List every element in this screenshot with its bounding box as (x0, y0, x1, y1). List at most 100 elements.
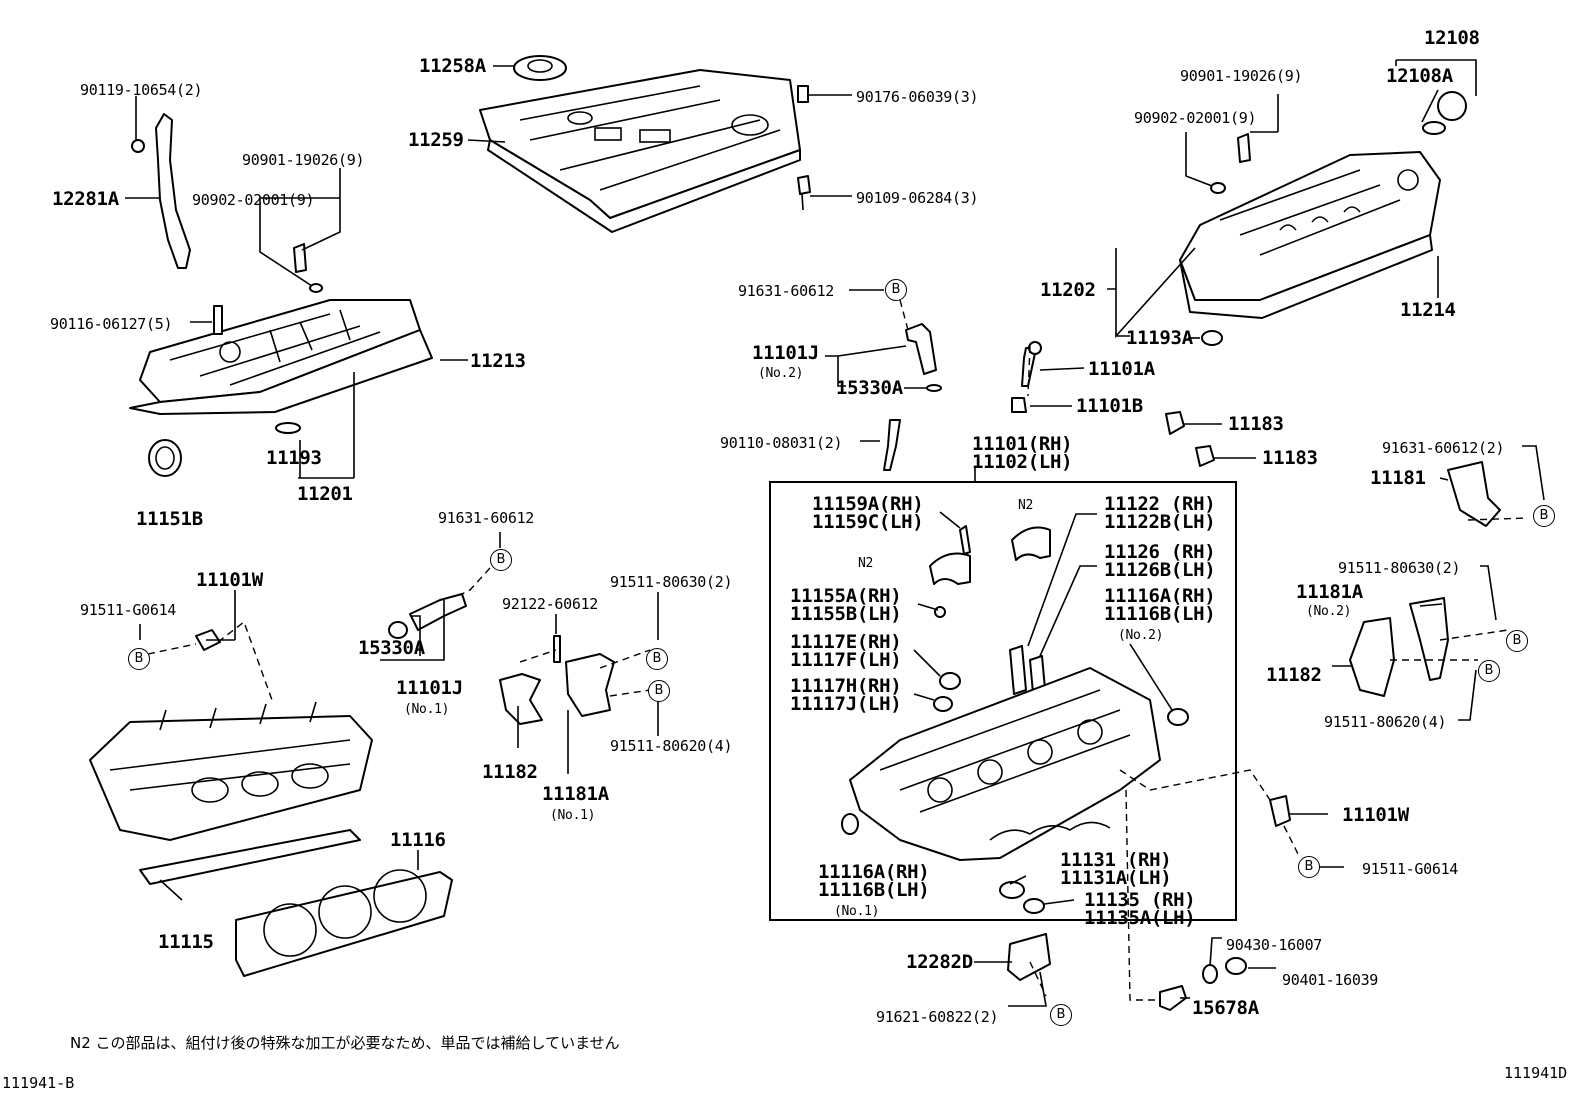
callout-12282D: 12282D (906, 951, 973, 973)
callout-90116: 90116-06127(5) (50, 315, 173, 333)
callout-11183-a: 11183 (1228, 413, 1284, 435)
callout-11201: 11201 (297, 483, 353, 505)
callout-15330A-mid: 15330A (358, 637, 425, 659)
callout-11101J-no2: 11101J (752, 342, 819, 364)
callout-15678A: 15678A (1192, 997, 1259, 1019)
gasket-11116 (235, 871, 453, 977)
callout-11116A-no1: 11116A(RH) (818, 861, 930, 883)
callout-11135A: 11135A(LH) (1084, 907, 1196, 929)
callout-no2: (No.2) (758, 366, 804, 381)
callout-11116: 11116 (390, 829, 446, 851)
callout-91511-G0614-left: 91511-G0614 (80, 601, 177, 619)
seal-11193A (1201, 330, 1223, 346)
plug-11183-b (1195, 445, 1215, 467)
stud-90116 (213, 305, 223, 335)
callout-11101W-right: 11101W (1342, 804, 1409, 826)
washer-90430 (1202, 964, 1218, 984)
callout-12281A: 12281A (52, 188, 119, 210)
head-assembly-frame (769, 481, 1237, 921)
callout-11115: 11115 (158, 931, 214, 953)
callout-no1: (No.1) (550, 808, 596, 823)
callout-11117E: 11117E(RH) (790, 631, 902, 653)
callout-11183-b: 11183 (1262, 447, 1318, 469)
callout-11181A-no1: 11181A (542, 783, 609, 805)
callout-92122: 92122-60612 (502, 595, 599, 613)
marker-b: B (885, 279, 907, 301)
callout-11193: 11193 (266, 447, 322, 469)
callout-90901-right: 90901-19026(9) (1180, 67, 1303, 85)
callout-no1: (No.1) (404, 702, 450, 717)
callout-91511-80630-mid: 91511-80630(2) (610, 573, 733, 591)
callout-11259: 11259 (408, 129, 464, 151)
callout-91511-80620-mid: 91511-80620(4) (610, 737, 733, 755)
plug-15678A (1159, 985, 1187, 1011)
bracket-12282D (1007, 933, 1051, 981)
plug-11116A-no2 (1167, 708, 1189, 726)
guide-11117H (933, 696, 953, 712)
callout-91631-top: 91631-60612 (738, 282, 835, 300)
bolt-11159A (959, 525, 971, 555)
callout-11116B-no1: 11116B(LH) (818, 879, 930, 901)
plug-90401 (1225, 957, 1247, 975)
callout-91511-80630-right: 91511-80630(2) (1338, 559, 1461, 577)
seal-11193 (275, 422, 301, 434)
callout-91511-G0614-right: 91511-G0614 (1362, 860, 1459, 878)
callout-11131A: 11131A(LH) (1060, 867, 1172, 889)
oring-15330A-top (926, 384, 942, 392)
callout-11122B: 11122B(LH) (1104, 511, 1216, 533)
plug-11183-a (1165, 411, 1185, 435)
callout-90430: 90430-16007 (1226, 936, 1323, 954)
marker-b: B (648, 680, 670, 702)
callout-15330A-top: 15330A (836, 377, 903, 399)
callout-11135: 11135 (RH) (1084, 889, 1196, 911)
marker-b: B (1533, 505, 1555, 527)
guide-11117E (939, 672, 961, 690)
callout-90176: 90176-06039(3) (856, 88, 979, 106)
callout-11117H: 11117H(RH) (790, 675, 902, 697)
footnote-n2: N2 この部品は、組付け後の特殊な加工が必要なため、単品では補給していません (70, 1034, 620, 1052)
callout-11131: 11131 (RH) (1060, 849, 1172, 871)
callout-11202: 11202 (1040, 279, 1096, 301)
callout-90119: 90119-10654(2) (80, 81, 203, 99)
engine-cover (479, 69, 801, 233)
callout-11258A: 11258A (419, 55, 486, 77)
diagram-code-right: 111941D (1504, 1064, 1568, 1082)
callout-11126: 11126 (RH) (1104, 541, 1216, 563)
emblem (513, 55, 567, 81)
callout-90401: 90401-16039 (1282, 971, 1379, 989)
callout-11181: 11181 (1370, 467, 1426, 489)
marker-b: B (1050, 1004, 1072, 1026)
callout-11102LH: 11102(LH) (972, 451, 1073, 473)
seal-11151B (148, 439, 182, 477)
marker-b: B (1506, 630, 1528, 652)
callout-n2-left: N2 (858, 556, 874, 571)
bolt-90901-right (1237, 133, 1251, 163)
callout-11117J: 11117J(LH) (790, 693, 902, 715)
callout-no1: (No.1) (834, 904, 880, 919)
seal-11131 (999, 881, 1025, 899)
callout-11116A-no2: 11116A(RH) (1104, 585, 1216, 607)
callout-11101W-left: 11101W (196, 569, 263, 591)
marker-b: B (128, 648, 150, 670)
callout-90901-left: 90901-19026(9) (242, 151, 365, 169)
callout-no2: (No.2) (1118, 628, 1164, 643)
leader-lines (125, 59, 1545, 1007)
bracket-11182-mid (499, 673, 543, 725)
oil-filler-cap (1422, 91, 1467, 135)
bracket-11182-right (1349, 617, 1395, 697)
grommet-90176 (797, 85, 809, 103)
dashed-lines (147, 299, 1529, 1001)
bearing-cap-n2-left (929, 552, 971, 585)
callout-11193A: 11193A (1126, 327, 1193, 349)
sensor-11101J-no1 (409, 593, 467, 631)
callout-11181A-no2: 11181A (1296, 581, 1363, 603)
callout-11213: 11213 (470, 350, 526, 372)
callout-11101A: 11101A (1088, 358, 1155, 380)
callout-12108: 12108 (1424, 27, 1480, 49)
callout-11182-right: 11182 (1266, 664, 1322, 686)
plug-11155A (934, 606, 946, 618)
bolt-90110 (883, 419, 901, 471)
callout-n2-right: N2 (1018, 498, 1034, 513)
sensor-11101J-no2 (905, 323, 937, 375)
bracket-11181 (1447, 461, 1501, 527)
